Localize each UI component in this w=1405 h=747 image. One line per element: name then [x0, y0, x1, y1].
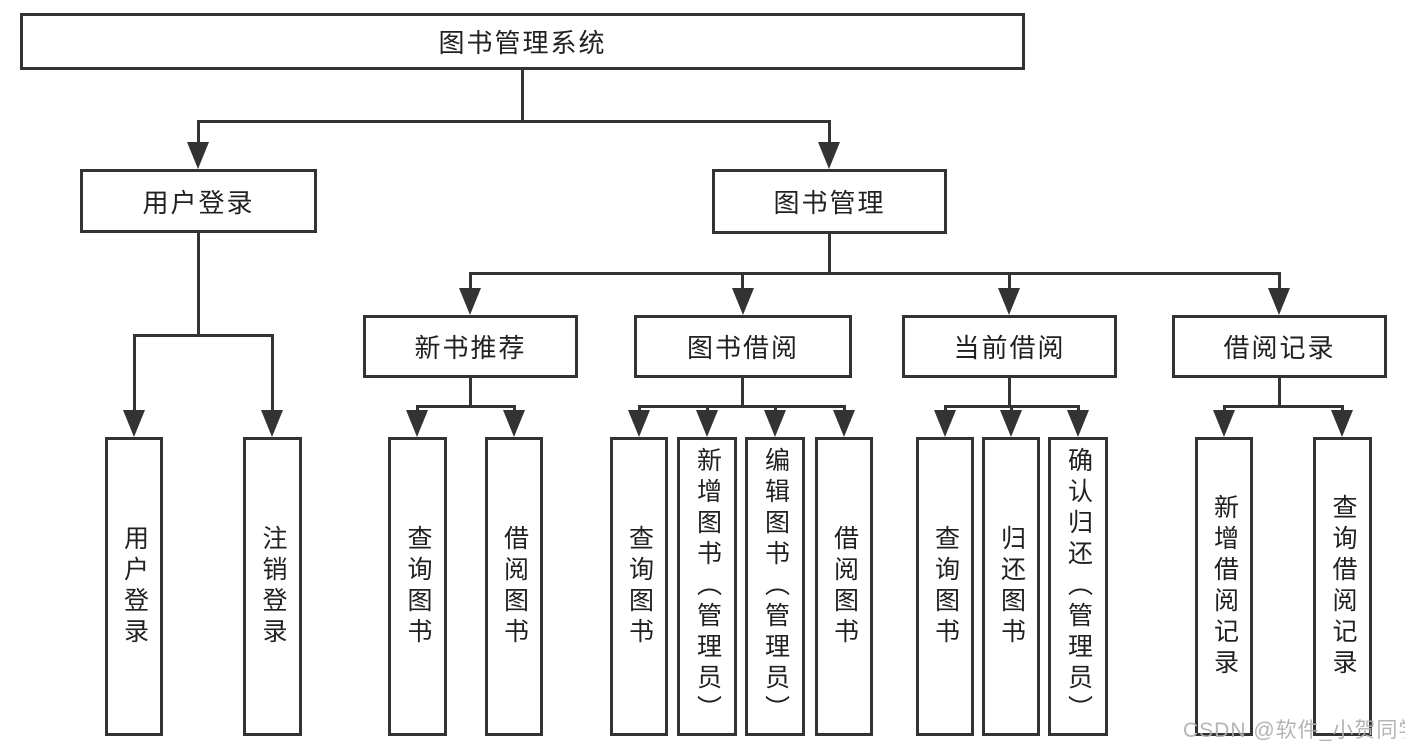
arrowhead [1213, 410, 1235, 437]
leaf-borrow-books-recommend: 借阅图书 [485, 437, 543, 736]
connector-login-hline [133, 334, 274, 337]
leaf-label: 新增图书（管理员） [693, 447, 722, 726]
arrowhead [934, 410, 956, 437]
leaf-label: 借阅图书 [830, 524, 859, 649]
arrowhead-current-borrowing [998, 288, 1020, 315]
leaf-label: 查询图书 [404, 524, 432, 649]
arrowhead-user-login [187, 142, 209, 169]
arrowhead [1000, 410, 1022, 437]
leaf-query-borrow-record: 查询借阅记录 [1313, 437, 1372, 736]
leaf-label: 查询图书 [625, 524, 654, 649]
leaf-label: 用户登录 [120, 524, 149, 649]
connector-to-book-management [828, 120, 831, 148]
leaf-query-books-recommend: 查询图书 [388, 437, 447, 736]
leaf-label: 新增借阅记录 [1210, 493, 1239, 680]
arrowhead [628, 410, 650, 437]
connector-root-stub [521, 70, 524, 123]
node-user-login: 用户登录 [80, 169, 317, 233]
connector-newbooks-stub [469, 378, 472, 408]
connector-to-current-borrowing [1008, 272, 1011, 292]
leaf-logout: 注销登录 [243, 437, 302, 736]
connector-books-hline [469, 272, 1281, 275]
arrowhead-borrowing-records [1268, 288, 1290, 315]
node-current-borrowing: 当前借阅 [902, 315, 1117, 378]
arrowhead-book-borrowing [732, 288, 754, 315]
arrowhead-leaf-login [123, 410, 145, 437]
connector-books-stub [828, 234, 831, 275]
leaf-label: 注销登录 [259, 524, 287, 649]
arrowhead-leaf-logout [261, 410, 283, 437]
leaf-return-books: 归还图书 [982, 437, 1040, 736]
leaf-label: 编辑图书（管理员） [761, 447, 790, 726]
connector-to-leaf-login [133, 334, 136, 415]
arrowhead [764, 410, 786, 437]
arrowhead-book-management [818, 142, 840, 169]
leaf-add-books-admin: 新增图书（管理员） [677, 437, 737, 736]
arrowhead [1331, 410, 1353, 437]
connector-login-stub [197, 233, 200, 337]
node-book-borrowing: 图书借阅 [634, 315, 852, 378]
arrowhead [1067, 410, 1089, 437]
leaf-query-books-current: 查询图书 [916, 437, 974, 736]
arrowhead [696, 410, 718, 437]
leaf-label: 借阅图书 [500, 524, 529, 649]
connector-to-book-borrowing [741, 272, 744, 292]
connector-records-hline [1223, 405, 1344, 408]
leaf-label: 查询图书 [931, 524, 960, 649]
connector-to-borrowing-records [1278, 272, 1281, 292]
node-library-management-system: 图书管理系统 [20, 13, 1025, 70]
leaf-edit-books-admin: 编辑图书（管理员） [745, 437, 805, 736]
leaf-query-books-borrowing: 查询图书 [610, 437, 668, 736]
connector-to-leaf-logout [271, 334, 274, 415]
connector-borrowing-stub [741, 378, 744, 408]
connector-records-stub [1278, 378, 1281, 408]
arrowhead [503, 410, 525, 437]
node-borrowing-records: 借阅记录 [1172, 315, 1387, 378]
arrowhead-new-books [459, 288, 481, 315]
connector-root-hline [197, 120, 831, 123]
connector-to-new-books [469, 272, 472, 292]
leaf-label: 查询借阅记录 [1329, 493, 1357, 680]
arrowhead [406, 410, 428, 437]
connector-current-stub [1008, 378, 1011, 408]
leaf-add-borrow-record: 新增借阅记录 [1195, 437, 1253, 736]
leaf-confirm-return-admin: 确认归还（管理员） [1048, 437, 1108, 736]
leaf-user-login: 用户登录 [105, 437, 163, 736]
arrowhead [833, 410, 855, 437]
leaf-label: 归还图书 [997, 524, 1026, 649]
connector-borrowing-hline [638, 405, 846, 408]
leaf-borrow-books: 借阅图书 [815, 437, 873, 736]
connector-newbooks-hline [416, 405, 516, 408]
connector-to-user-login [197, 120, 200, 148]
watermark: CSDN @软件_小贺同学 [1183, 719, 1405, 742]
node-book-management: 图书管理 [712, 169, 947, 234]
leaf-label: 确认归还（管理员） [1064, 447, 1093, 726]
node-new-book-recommendation: 新书推荐 [363, 315, 578, 378]
